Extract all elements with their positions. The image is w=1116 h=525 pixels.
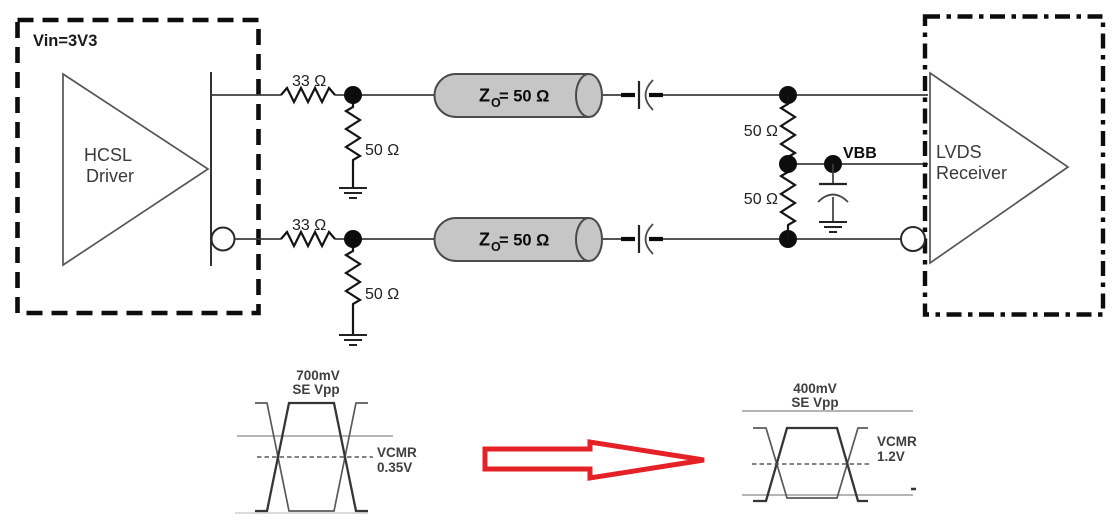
eye-left-signal-b [255,401,368,513]
receiver-dashdot-border [922,14,1106,317]
tline-z-subscript: O [491,96,501,110]
driver-name-line2: Driver [86,166,134,186]
series-resistor-top-label: 33 Ω [292,73,326,90]
receiver-triangle-icon [929,71,1070,265]
receiver-name-line2: Receiver [936,163,1007,183]
eye-right-signal-a [753,427,868,499]
termination-lower-label: 50 Ω [744,191,778,208]
transmission-line-top: Z O = 50 Ω [433,73,603,118]
transmission-line-bottom: Z O = 50 Ω [433,217,603,262]
shunt-resistor-bottom-label: 50 Ω [365,286,399,303]
driver-name-line1: HCSL [84,145,132,165]
shunt-resistor-bottom [343,239,363,334]
cylinder-end-cap [575,217,603,262]
ground-icon-bottom [339,334,367,346]
eye-right-signal-b [753,426,868,503]
vbb-bypass-cap [817,164,849,233]
eye-left-title-line2: SE Vpp [292,382,339,397]
junction-dot [344,230,362,248]
series-resistor-top [280,85,336,105]
ground-icon-top [339,187,367,199]
shunt-resistor-top [343,95,363,187]
cylinder-body [434,218,589,261]
cylinder-outline [433,73,589,118]
termination-upper-label: 50 Ω [744,123,778,140]
channel-top: 33 Ω 50 Ω Z O = 50 Ω [211,73,928,199]
receiver-inverting-bubble [900,226,926,252]
junction-dot [779,155,797,173]
ground-icon-vbb [819,221,847,233]
tline-z: Z [479,230,490,250]
series-resistor-bottom [280,229,336,249]
hcsl-driver-box: Vin=3V3 HCSL Driver [15,17,261,316]
eye-right-title-line2: SE Vpp [791,395,838,410]
tline-z-subscript: O [491,240,501,254]
coupling-cap-top [621,79,663,111]
red-transition-arrow-icon [482,439,705,481]
termination-resistor-lower [778,164,798,239]
driver-inverting-bubble [210,226,236,252]
tline-value: = 50 Ω [499,232,549,250]
tline-value: = 50 Ω [499,88,549,106]
eye-left-vcmr-label: VCMR [377,445,417,460]
eye-left-signal-a [255,402,368,512]
cap-plate-curved [644,223,654,255]
eye-diagram-lvds: 400mV SE Vpp VCMR 1.2V [742,381,917,503]
lvds-receiver-box: LVDS Receiver [900,14,1106,317]
cylinder-end-cap [575,73,603,118]
cap-plate-curved [817,193,849,203]
eye-left-title-line1: 700mV [296,368,340,383]
termination-resistor-upper [778,95,798,164]
driver-triangle-icon [62,72,210,267]
junction-dot [344,86,362,104]
shunt-resistor-top-label: 50 Ω [365,142,399,159]
vin-label: Vin=3V3 [33,32,97,50]
series-resistor-bottom-label: 33 Ω [292,217,326,234]
eye-diagram-hcsl: 700mV SE Vpp VCMR 0.35V [235,368,417,514]
driver-dashed-border [15,17,261,316]
cylinder-outline [433,217,589,262]
eye-right-vcmr-label: VCMR [877,434,917,449]
receiver-name-line1: LVDS [936,142,982,162]
termination-network: 50 Ω 50 Ω VBB [744,95,928,239]
eye-left-vcmr-value: 0.35V [377,460,412,475]
eye-right-vcmr-value: 1.2V [877,449,905,464]
eye-right-title-line1: 400mV [793,381,837,396]
channel-bottom: 33 Ω 50 Ω Z O = 50 Ω [210,217,901,346]
cylinder-body [434,74,589,117]
coupling-cap-bottom [621,223,663,255]
tline-z: Z [479,86,490,106]
vbb-label: VBB [843,145,877,162]
cap-plate-curved [644,79,654,111]
